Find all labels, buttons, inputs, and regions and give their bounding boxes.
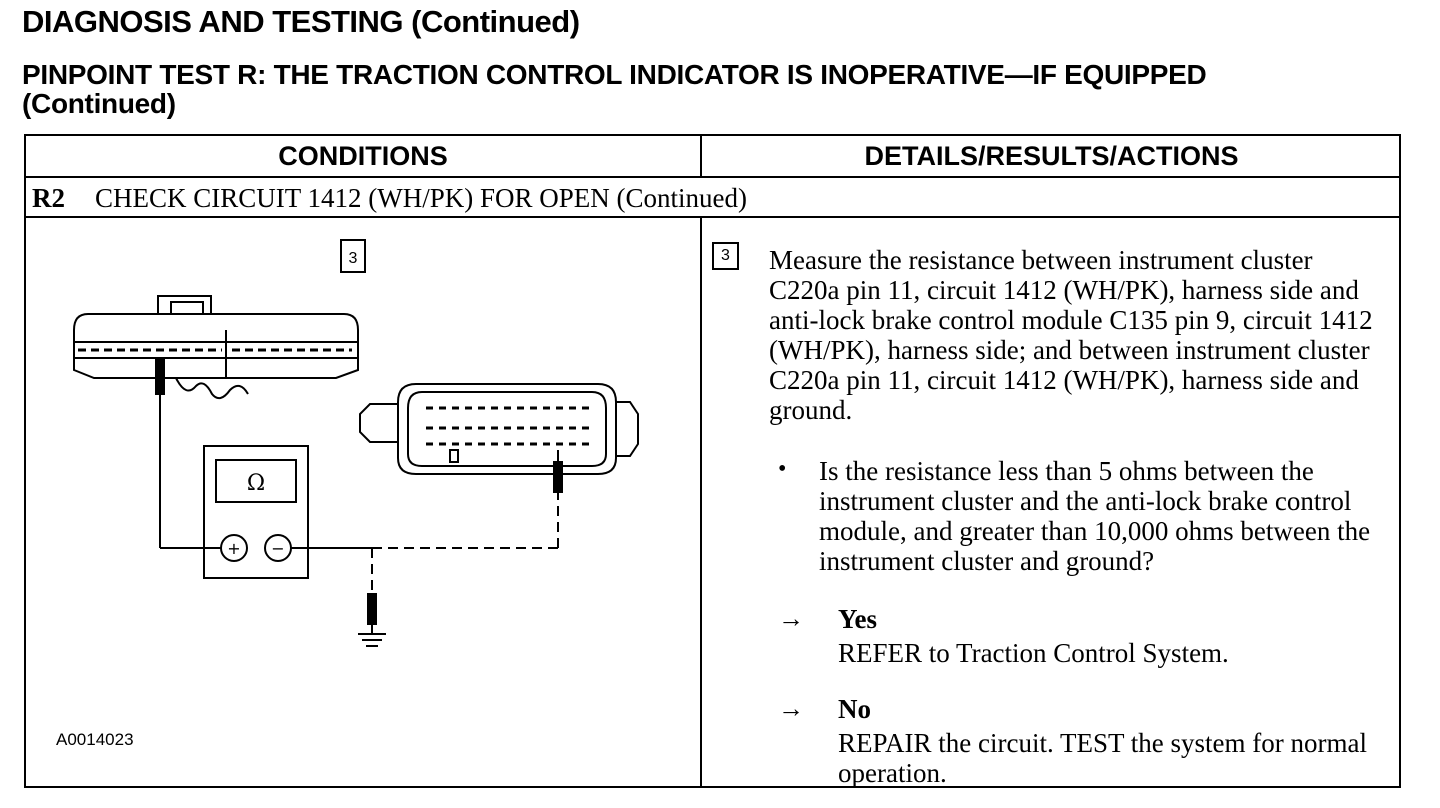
ohm-symbol: Ω: [247, 471, 265, 496]
step-number: R2: [32, 183, 65, 213]
no-label: No: [838, 694, 871, 724]
ground-icon: [358, 624, 386, 647]
plus-terminal-symbol: +: [227, 539, 240, 558]
abs-module-connector: [359, 383, 639, 475]
yes-arrow-icon: →: [778, 604, 804, 633]
step-title: CHECK CIRCUIT 1412 (WH/PK) FOR OPEN (Con…: [95, 183, 748, 213]
column-divider-body: [700, 218, 702, 788]
question-text: Is the resistance less than 5 ohms betwe…: [819, 456, 1371, 576]
header-divider: [26, 176, 1399, 178]
pinpoint-test-title-line2: (Continued): [22, 88, 176, 119]
bullet-icon: •: [778, 456, 787, 482]
pinpoint-test-title-line1: PINPOINT TEST R: THE TRACTION CONTROL IN…: [22, 59, 1207, 90]
details-panel: 3 Measure the resistance between instrum…: [702, 218, 1401, 788]
yes-label: Yes: [838, 604, 877, 634]
details-step-marker: 3: [712, 242, 739, 270]
ohmmeter: [203, 445, 309, 579]
figure-id: A0014023: [56, 730, 134, 749]
details-header: DETAILS/RESULTS/ACTIONS: [864, 141, 1239, 171]
pinpoint-test-table: CONDITIONS DETAILS/RESULTS/ACTIONS R2 CHE…: [24, 134, 1401, 788]
instrument-cluster-connector: [73, 295, 359, 400]
column-divider: [700, 136, 702, 176]
step-row: R2 CHECK CIRCUIT 1412 (WH/PK) FOR OPEN (C…: [32, 180, 747, 216]
minus-terminal-symbol: −: [271, 539, 284, 558]
wiring-diagram-svg: 3: [73, 239, 639, 647]
pinpoint-test-title: PINPOINT TEST R: THE TRACTION CONTROL IN…: [22, 59, 1207, 119]
step-marker-text: 3: [349, 250, 358, 267]
instruction-text: Measure the resistance between instrumen…: [769, 245, 1373, 425]
negative-lead: [291, 450, 563, 625]
page-title: DIAGNOSIS AND TESTING (Continued): [22, 4, 580, 39]
step-marker-box: 3: [340, 239, 366, 273]
wiring-diagram: 3: [26, 218, 700, 788]
conditions-header: CONDITIONS: [278, 141, 448, 171]
yes-action: REFER to Traction Control System.: [838, 638, 1229, 668]
no-arrow-icon: →: [778, 694, 804, 723]
positive-lead: [155, 359, 221, 549]
step-divider: [26, 216, 1399, 218]
abs-pin-rows: [426, 406, 592, 446]
no-action: REPAIR the circuit. TEST the system for …: [838, 728, 1367, 788]
